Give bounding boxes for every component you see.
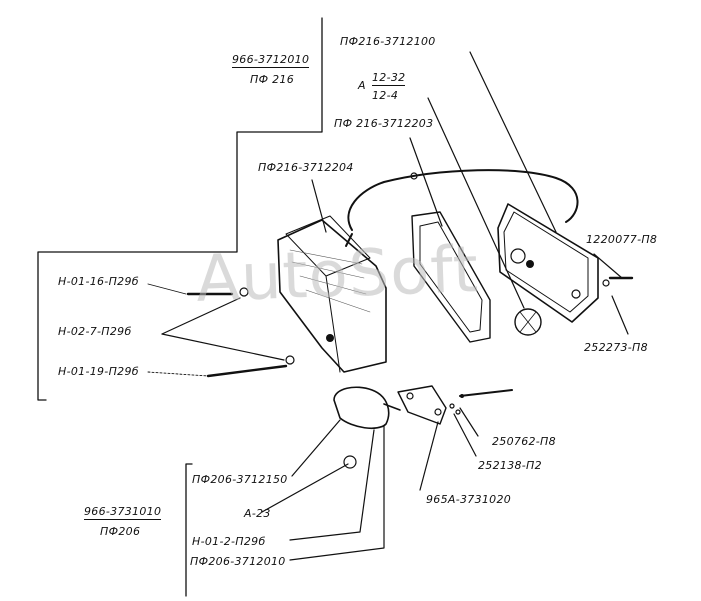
lamp-body-label: ПФ216-3712100	[340, 35, 436, 48]
side-screw-label: Н-01-2-П29б	[192, 535, 266, 548]
bracket-leader	[419, 421, 439, 491]
side-marker-shape	[333, 385, 513, 469]
bulb-shape	[514, 308, 542, 336]
screw-left-label: Н-01-16-П29б	[58, 275, 139, 288]
side-lens-leader	[291, 419, 341, 477]
bulb-rating-bottom: 12-4	[372, 89, 399, 102]
long-screw-label: Н-01-19-П29б	[58, 365, 139, 378]
lower-assembly-name: ПФ206	[100, 525, 141, 538]
lower-assembly-bracket	[185, 463, 193, 597]
bulb-rating-top: 12-32	[372, 71, 406, 86]
bulb-leader	[427, 97, 525, 309]
wire-harness	[345, 169, 579, 247]
lens-leader	[311, 179, 327, 233]
lock-washer-leader	[453, 413, 477, 457]
side-body-label: ПФ206-3712010	[190, 555, 286, 568]
gasket-label: ПФ 216-3712203	[334, 117, 434, 130]
washer-right-label: 252273-П8	[584, 341, 648, 354]
lens-cover-shape	[277, 215, 387, 373]
lamp-base-leader	[469, 51, 557, 233]
lock-washer-label: 252138-П2	[478, 459, 542, 472]
side-screw-leader	[289, 429, 375, 541]
washer-left-label: Н-02-7-П29б	[58, 325, 132, 338]
side-lens-label: ПФ206-3712150	[192, 473, 288, 486]
nut-label: 250762-П8	[492, 435, 556, 448]
upper-assembly-number: 966-3712010	[232, 53, 310, 68]
upper-assembly-bracket	[37, 17, 323, 401]
lens-label: ПФ216-3712204	[258, 161, 354, 174]
side-bulb-label: А-23	[244, 507, 271, 520]
side-body-leader	[289, 425, 385, 561]
screw-right-label: 1220077-П8	[586, 233, 658, 246]
bulb-prefix-label: А	[358, 79, 366, 92]
left-fasteners	[147, 283, 295, 378]
gasket-leader	[409, 137, 443, 227]
right-screw-shape	[602, 276, 634, 287]
right-screw-leader	[593, 253, 623, 279]
right-washer-leader	[611, 295, 629, 335]
side-bulb-leader	[261, 463, 349, 513]
bracket-label: 965А-3731020	[426, 493, 512, 506]
lower-assembly-number: 966-3731010	[84, 505, 162, 520]
lamp-base-shape	[497, 203, 599, 323]
gasket-shape	[411, 211, 491, 343]
upper-assembly-name: ПФ 216	[250, 73, 295, 86]
watermark: AutoSoft	[194, 233, 481, 317]
nut-leader	[459, 407, 479, 437]
